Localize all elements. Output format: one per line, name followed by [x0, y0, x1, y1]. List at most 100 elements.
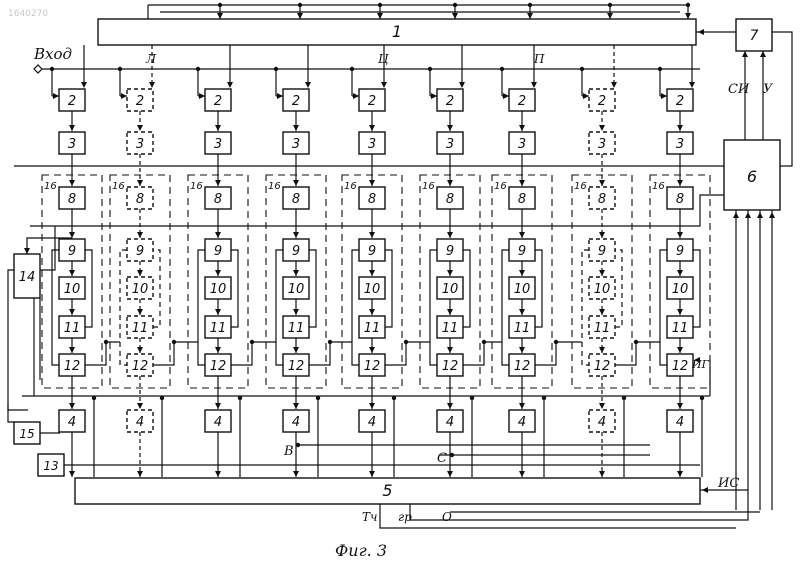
block-3-col8-label: 3 — [598, 137, 606, 152]
arrow-head — [599, 471, 605, 477]
block-4-col3-label: 4 — [214, 415, 222, 430]
block-12-col3-label: 12 — [210, 359, 227, 374]
arrow-head — [769, 212, 775, 218]
arrow-head — [369, 347, 375, 353]
bus-bottom-label: 5 — [382, 481, 392, 500]
arrow-head — [217, 13, 223, 19]
watermark: 1640270 — [8, 9, 48, 19]
inter-column-link — [231, 342, 276, 365]
arrow-head — [369, 270, 375, 276]
arrow-head — [353, 93, 359, 99]
arrow-head — [531, 82, 537, 88]
arrow-head — [293, 403, 299, 409]
arrow-head — [137, 270, 143, 276]
group-16-label: 16 — [422, 181, 435, 192]
arrow-head — [69, 309, 75, 315]
signal-v: В — [283, 444, 294, 459]
block-10-col1-label: 10 — [64, 282, 81, 297]
block-2-col9-label: 2 — [676, 94, 684, 109]
junction-dot — [528, 3, 532, 7]
block-11-col6-label: 11 — [442, 321, 459, 336]
arrow-head — [527, 13, 533, 19]
arrow-head — [69, 180, 75, 186]
arrow-head — [121, 93, 127, 99]
signal-gr: гр — [398, 510, 412, 524]
block-10-col9-label: 10 — [672, 282, 689, 297]
arrow-head — [293, 471, 299, 477]
loop-left — [660, 250, 667, 365]
arrow-head — [293, 180, 299, 186]
arrow-head — [689, 82, 695, 88]
group-16-label: 16 — [652, 181, 665, 192]
block-11-col7-label: 11 — [514, 321, 531, 336]
block-9-col2-label: 9 — [136, 244, 144, 259]
arrow-head — [69, 232, 75, 238]
arrow-head — [519, 270, 525, 276]
arrow-head — [733, 212, 739, 218]
junction-dot — [328, 340, 332, 344]
arrow-head — [369, 471, 375, 477]
arrow-head — [599, 270, 605, 276]
block-12-col2-label: 12 — [132, 359, 149, 374]
arrow-head — [677, 180, 683, 186]
block-3-col6-label: 3 — [446, 137, 454, 152]
signal-is: ИС — [717, 476, 739, 491]
block-8-col3-label: 8 — [214, 192, 222, 207]
loop-right — [693, 250, 700, 327]
junction-dot — [404, 340, 408, 344]
arrow-head — [293, 309, 299, 315]
block-4-col5-label: 4 — [368, 415, 376, 430]
arrow-head — [447, 180, 453, 186]
block-10-col4-label: 10 — [288, 282, 305, 297]
loop-left — [198, 250, 205, 365]
tch-line — [380, 504, 736, 528]
block-10-col7-label: 10 — [514, 282, 531, 297]
arrow-head — [760, 51, 766, 57]
inter-column-link — [615, 342, 660, 365]
input-terminal — [34, 65, 42, 73]
loop-left — [430, 250, 437, 365]
block-8-col2-label: 8 — [136, 192, 144, 207]
arrow-head — [277, 93, 283, 99]
signal-si: СИ — [728, 82, 750, 97]
block-8-col6-label: 8 — [446, 192, 454, 207]
block-12-col5-label: 12 — [364, 359, 381, 374]
block-12-col4-label: 12 — [288, 359, 305, 374]
block-8-col7-label: 8 — [518, 192, 526, 207]
arrow-head — [137, 232, 143, 238]
arrow-head — [53, 93, 59, 99]
block-12-col9-label: 12 — [672, 359, 689, 374]
loop-right — [385, 250, 392, 327]
block-4-col8-label: 4 — [598, 415, 606, 430]
signal-o: О — [442, 510, 452, 524]
loop-right — [85, 250, 92, 327]
arrow-head — [599, 309, 605, 315]
block-4-col9-label: 4 — [676, 415, 684, 430]
figure-caption: Фиг. 3 — [335, 541, 387, 560]
arrow-head — [199, 93, 205, 99]
junction-dot — [686, 3, 690, 7]
block-9-col3-label: 9 — [214, 244, 222, 259]
block-12-col1-label: 12 — [64, 359, 81, 374]
block-2-col5-label: 2 — [368, 94, 376, 109]
signal-s: С — [437, 451, 447, 466]
loop-right — [231, 250, 238, 327]
block-2-col6-label: 2 — [446, 94, 454, 109]
block-7-label: 7 — [750, 28, 759, 44]
block-3-col4-label: 3 — [292, 137, 300, 152]
arrow-head — [519, 347, 525, 353]
arrow-head — [459, 82, 465, 88]
inter-column-link — [153, 342, 198, 365]
arrow-head — [519, 309, 525, 315]
signal-u: У — [763, 82, 774, 97]
block-4-col4-label: 4 — [292, 415, 300, 430]
junction-dot — [608, 3, 612, 7]
block-10-col2-label: 10 — [132, 282, 149, 297]
arrow-head — [447, 309, 453, 315]
arrow-head — [519, 180, 525, 186]
group-16-label: 16 — [44, 181, 57, 192]
bus-top-label: 1 — [392, 22, 402, 41]
block-8-col5-label: 8 — [368, 192, 376, 207]
tap-label-c: Ц — [378, 52, 389, 66]
arrow-head — [293, 232, 299, 238]
